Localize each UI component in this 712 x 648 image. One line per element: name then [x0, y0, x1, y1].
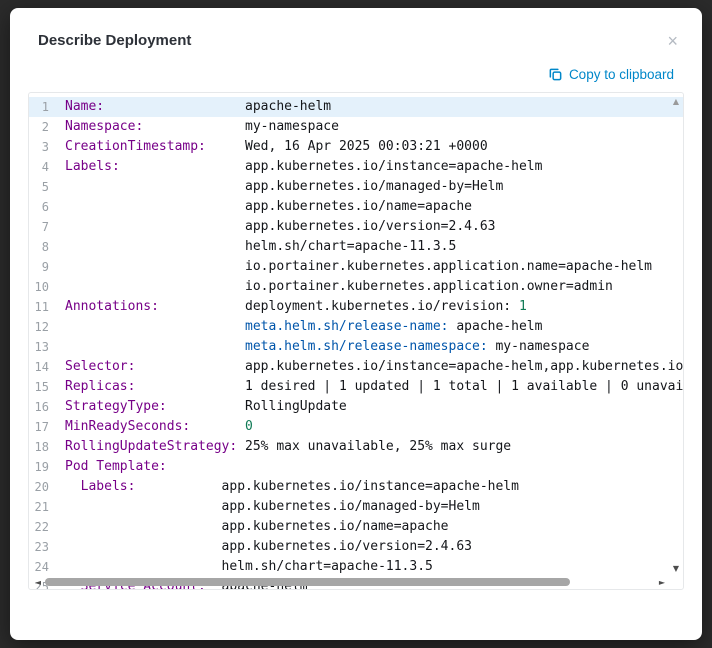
- code-line: 11 Annotations: deployment.kubernetes.io/…: [29, 297, 683, 317]
- scroll-left-icon[interactable]: ◄: [34, 577, 42, 587]
- line-number: 7: [41, 220, 49, 234]
- horizontal-scrollbar-track[interactable]: [45, 578, 655, 586]
- code-line: 22 app.kubernetes.io/name=apache: [29, 517, 683, 537]
- vertical-scrollbar[interactable]: ▲ ▼: [670, 97, 682, 573]
- code-line: 7 app.kubernetes.io/version=2.4.63: [29, 217, 683, 237]
- modal-title: Describe Deployment: [38, 32, 192, 49]
- line-number: 14: [34, 360, 49, 374]
- code-line: 10 io.portainer.kubernetes.application.o…: [29, 277, 683, 297]
- line-number: 9: [41, 260, 49, 274]
- line-number: 13: [34, 340, 49, 354]
- code-line: 13 meta.helm.sh/release-namespace: my-na…: [29, 337, 683, 357]
- line-number: 16: [34, 400, 49, 414]
- code-line: 12 meta.helm.sh/release-name: apache-hel…: [29, 317, 683, 337]
- code-line: 24 helm.sh/chart=apache-11.3.5: [29, 557, 683, 577]
- code-text: helm.sh/chart=apache-11.3.5: [65, 239, 457, 254]
- code-text: io.portainer.kubernetes.application.owne…: [65, 279, 613, 294]
- code-line: 9 io.portainer.kubernetes.application.na…: [29, 257, 683, 277]
- copy-label: Copy to clipboard: [568, 67, 674, 82]
- copy-to-clipboard-button[interactable]: Copy to clipboard: [548, 67, 674, 82]
- code-text: app.kubernetes.io/managed-by=Helm: [65, 179, 504, 194]
- code-text: io.portainer.kubernetes.application.name…: [65, 259, 652, 274]
- line-number: 17: [34, 420, 49, 434]
- code-line: 8 helm.sh/chart=apache-11.3.5: [29, 237, 683, 257]
- line-number: 19: [34, 460, 49, 474]
- line-number: 5: [41, 180, 49, 194]
- code-text: StrategyType: RollingUpdate: [65, 399, 347, 414]
- describe-deployment-modal: Describe Deployment × Copy to clipboard …: [10, 8, 702, 640]
- line-number: 15: [34, 380, 49, 394]
- code-line: 6 app.kubernetes.io/name=apache: [29, 197, 683, 217]
- code-line: 18 RollingUpdateStrategy: 25% max unavail…: [29, 437, 683, 457]
- code-line: 15 Replicas: 1 desired | 1 updated | 1 to…: [29, 377, 683, 397]
- code-text: Labels: app.kubernetes.io/instance=apach…: [65, 159, 543, 174]
- code-line: 16 StrategyType: RollingUpdate: [29, 397, 683, 417]
- line-number: 25: [34, 580, 49, 590]
- copy-icon: [549, 68, 562, 81]
- code-text: CreationTimestamp: Wed, 16 Apr 2025 00:0…: [65, 139, 488, 154]
- code-text: helm.sh/chart=apache-11.3.5: [65, 559, 433, 574]
- code-text: MinReadySeconds: 0: [65, 419, 253, 434]
- line-number: 2: [41, 120, 49, 134]
- code-line: 21 app.kubernetes.io/managed-by=Helm: [29, 497, 683, 517]
- code-text: app.kubernetes.io/managed-by=Helm: [65, 499, 480, 514]
- code-text: Annotations: deployment.kubernetes.io/re…: [65, 299, 527, 314]
- line-number: 4: [41, 160, 49, 174]
- horizontal-scrollbar[interactable]: ◄ ►: [31, 576, 669, 588]
- scroll-right-icon[interactable]: ►: [658, 577, 666, 587]
- line-number: 21: [34, 500, 49, 514]
- code-line: 14 Selector: app.kubernetes.io/instance=a…: [29, 357, 683, 377]
- code-text: Pod Template:: [65, 459, 167, 474]
- code-lines: 1 Name: apache-helm 2 Namespace: my-namespa…: [29, 93, 683, 590]
- line-number: 3: [41, 140, 49, 154]
- scroll-down-icon[interactable]: ▼: [672, 564, 680, 573]
- scroll-up-icon[interactable]: ▲: [672, 97, 680, 106]
- line-number: 11: [34, 300, 49, 314]
- line-number: 8: [41, 240, 49, 254]
- code-text: app.kubernetes.io/name=apache: [65, 519, 449, 534]
- code-line: 4 Labels: app.kubernetes.io/instance=apac…: [29, 157, 683, 177]
- line-number: 18: [34, 440, 49, 454]
- copy-row: Copy to clipboard: [38, 67, 674, 82]
- horizontal-scrollbar-thumb[interactable]: [45, 578, 570, 586]
- code-text: app.kubernetes.io/name=apache: [65, 199, 472, 214]
- code-text: meta.helm.sh/release-name: apache-helm: [245, 319, 543, 334]
- line-number: 6: [41, 200, 49, 214]
- code-text: Replicas: 1 desired | 1 updated | 1 tota…: [65, 379, 684, 394]
- code-line: 19 Pod Template:: [29, 457, 683, 477]
- code-line: 1 Name: apache-helm: [29, 97, 683, 117]
- code-text: Labels: app.kubernetes.io/instance=apach…: [80, 479, 519, 494]
- line-number: 23: [34, 540, 49, 554]
- code-line: 3 CreationTimestamp: Wed, 16 Apr 2025 00:…: [29, 137, 683, 157]
- code-line: 17 MinReadySeconds: 0: [29, 417, 683, 437]
- line-number: 20: [34, 480, 49, 494]
- code-text: Namespace: my-namespace: [65, 119, 339, 134]
- code-text: RollingUpdateStrategy: 25% max unavailab…: [65, 439, 512, 454]
- code-text: app.kubernetes.io/version=2.4.63: [65, 539, 472, 554]
- code-text: app.kubernetes.io/version=2.4.63: [65, 219, 496, 234]
- line-number: 22: [34, 520, 49, 534]
- code-line: 20 Labels: app.kubernetes.io/instance=ap…: [29, 477, 683, 497]
- code-line: 5 app.kubernetes.io/managed-by=Helm: [29, 177, 683, 197]
- code-line: 2 Namespace: my-namespace: [29, 117, 683, 137]
- line-number: 12: [34, 320, 49, 334]
- code-viewer[interactable]: 1 Name: apache-helm 2 Namespace: my-namespa…: [28, 92, 684, 590]
- close-icon[interactable]: ×: [667, 31, 678, 51]
- code-text: meta.helm.sh/release-namespace: my-names…: [245, 339, 590, 354]
- code-text: Selector: app.kubernetes.io/instance=apa…: [65, 359, 684, 374]
- modal-header: Describe Deployment ×: [10, 8, 702, 51]
- line-number: 1: [41, 100, 49, 114]
- line-number: 24: [34, 560, 49, 574]
- code-text: Name: apache-helm: [65, 99, 332, 114]
- code-line: 23 app.kubernetes.io/version=2.4.63: [29, 537, 683, 557]
- line-number: 10: [34, 280, 49, 294]
